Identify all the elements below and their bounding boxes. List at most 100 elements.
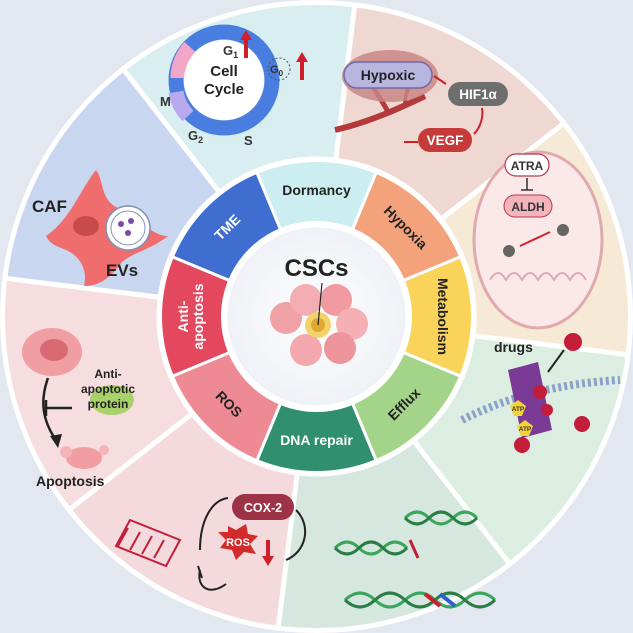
hypoxic-label-box [343,61,433,89]
cell-cycle-ring [168,24,280,136]
segment-label-dormancy: Dormancy [282,182,351,198]
outer-divider [413,441,512,566]
cox2-label: COX-2 [244,501,282,515]
g0-loop [267,57,291,81]
apoptotic-body-2 [60,446,72,458]
cell-cycle-title-2: Cycle [204,81,244,98]
drug-molecule-2 [541,404,553,416]
metabolism-panel: ATRA ALDH [472,150,604,330]
atp-label-1: ATP [512,406,525,413]
atp-badge-1 [510,400,526,416]
atp-badge-2 [517,420,533,436]
anti-apoptotic-line-1: Anti- [94,367,121,381]
dna-strand-2a [403,510,479,526]
drug-molecule-3 [564,333,582,351]
apoptosis-arrow [42,377,58,441]
drug-molecule-1 [533,385,547,399]
vegf-label: VEGF [427,133,464,148]
aldh-label: ALDH [511,200,544,214]
ev-cargo-2 [128,218,134,224]
s-label: S [244,133,253,148]
cell-nucleus [40,339,68,361]
dna-strand-3a [343,591,497,609]
outer-divider [475,333,629,358]
dna-ladder-rungs [117,527,165,559]
damaged-dna-ladder [114,518,182,568]
drug-molecule-4 [574,416,590,432]
ros-panel: COX-2 ROS [114,494,306,591]
cluster-cell-4 [336,308,368,340]
tme-panel: CAF EVs [32,170,168,286]
m-phase-arc [170,41,196,79]
g2-phase-arc [168,90,194,122]
center-title: CSCs [284,255,348,282]
outer-divider [4,275,158,300]
dna-repaired-segment-red [423,592,442,608]
efflux-pump [508,362,552,438]
cluster-cell-5 [324,332,356,364]
cell-cycle-title-1: Cell [210,63,238,80]
segment-label-dna-repair: DNA repair [280,432,353,448]
mitochondrion-outer [472,150,604,330]
center-border [223,223,410,410]
segment-label-metabolism: Metabolism [435,278,451,355]
apoptosis-label: Apoptosis [36,473,105,489]
g2-label: G2 [188,128,203,145]
dna-repair-panel [333,510,497,609]
ev-cargo-3 [125,230,131,236]
dna-repair-sector [278,442,510,631]
apoptotic-body-1 [66,447,102,469]
ros-down-arrowhead [262,556,274,566]
anti-apoptotic-line-2: apoptotic [81,382,135,396]
ros-burst [218,524,258,560]
hif-box [448,82,508,106]
blood-vessel-main [334,93,427,133]
dna-repair-arrow [408,539,420,559]
apoptosis-panel: Anti- apoptotic protein Apoptosis [22,328,135,489]
caf-label: CAF [32,197,67,216]
segment-tme [170,170,283,283]
acid-molecule [557,224,569,236]
caf-nucleus [73,216,99,236]
drugs-label: drugs [494,339,533,355]
ros-feedback-arrow [199,497,229,551]
vegf-box [418,128,472,152]
ros-inhibit-bar [197,565,203,579]
stem-cell-pointer [317,282,323,326]
anti-apoptotic-line-3: protein [88,397,129,411]
cluster-cell-2 [290,284,322,316]
cluster-cell-6 [290,334,322,366]
ev-cargo-1 [118,221,124,227]
g0-up-arrowhead [296,52,308,62]
efflux-panel: drugs ATP ATP [460,333,621,453]
aldh-box [503,194,553,218]
anti-apoptotic-protein-shape [90,385,134,415]
outer-divider [121,67,220,192]
atra-label: ATRA [511,159,544,173]
hif-to-vegf-arrow [473,107,484,135]
apoptotic-body-3 [99,445,109,455]
evs-label: EVs [106,261,138,280]
g0-label: G0 [270,64,284,78]
cluster-cell-3 [320,284,352,316]
ros-dna-damage-line [198,569,227,591]
dna-strand-2b [403,510,479,526]
aldehyde-molecule [503,245,515,257]
dna-strand-1a [333,540,409,556]
efflux-arrow [547,349,565,373]
hypoxic-label: Hypoxic [361,67,416,83]
cell-cycle-center [184,40,264,120]
atra-inhibit-bar [521,178,533,191]
hypoxia-panel: Hypoxic HIF1α VEGF [334,50,508,152]
segment-label-anti-apoptosis: Anti-apoptosis [175,283,206,349]
hif-label: HIF1α [459,87,497,102]
cancer-stem-cell-cluster [270,282,368,366]
anti-apoptotic-inhibit-bar [44,400,72,416]
mitochondrion-cristae [489,272,587,283]
cox2-box [232,494,294,520]
dna-strand-3b [343,591,497,609]
g1-label: G1 [223,43,238,60]
